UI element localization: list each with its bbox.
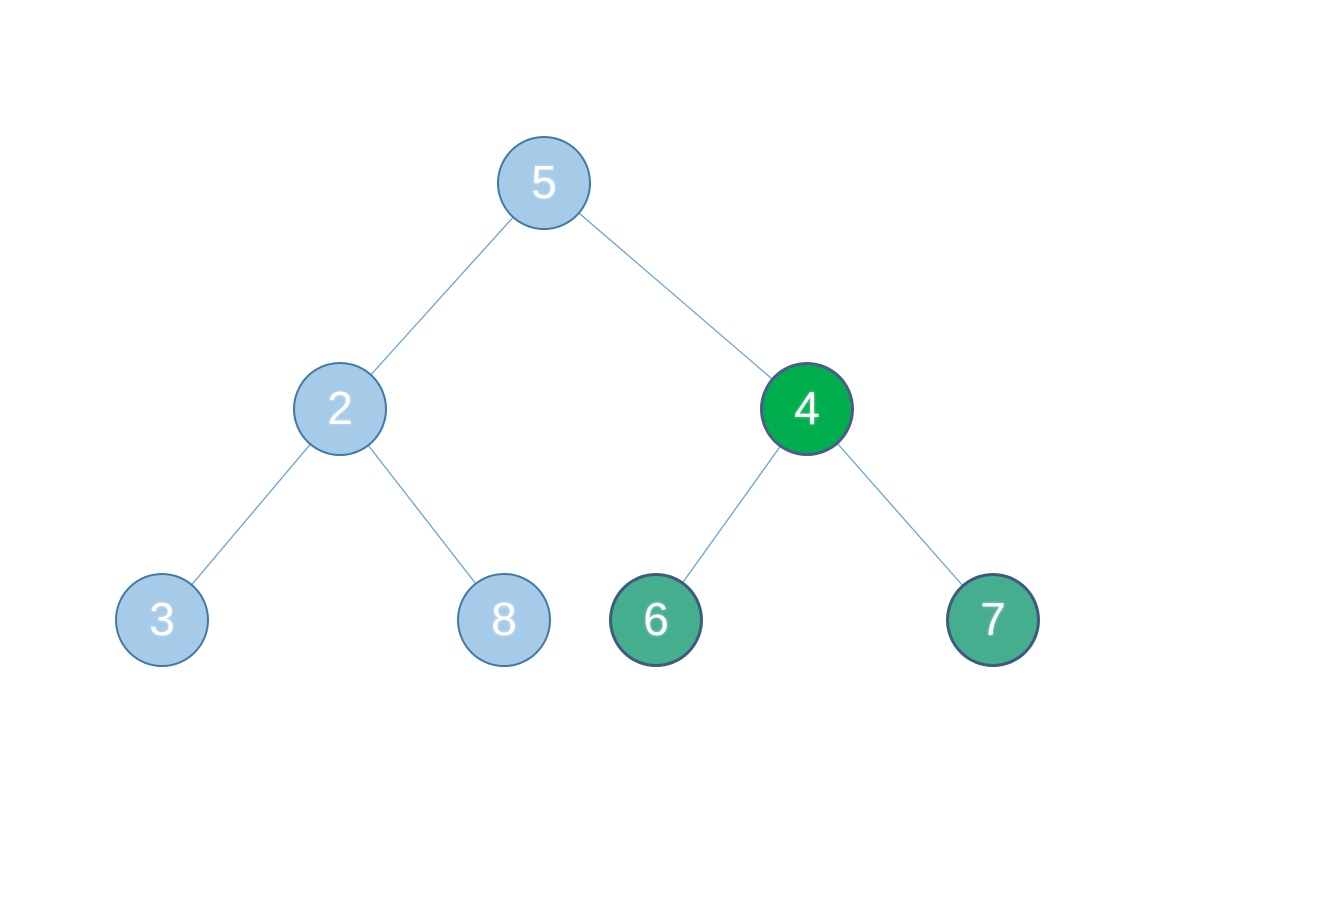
tree-node-label: 6 <box>643 593 669 645</box>
tree-node[interactable]: 6 <box>609 573 703 667</box>
tree-edge <box>681 445 782 584</box>
tree-node-label: 5 <box>531 156 557 208</box>
tree-node-label: 3 <box>149 593 175 645</box>
tree-node[interactable]: 8 <box>457 573 551 667</box>
tree-node[interactable]: 7 <box>946 573 1040 667</box>
tree-node[interactable]: 2 <box>293 362 387 456</box>
tree-edge <box>369 215 515 377</box>
tree-node[interactable]: 3 <box>115 573 209 667</box>
tree-node-label: 8 <box>491 593 517 645</box>
tree-edge <box>577 211 774 381</box>
tree-node[interactable]: 4 <box>760 362 854 456</box>
tree-edge <box>836 442 964 587</box>
tree-node-label: 7 <box>980 593 1006 645</box>
tree-node-label: 2 <box>327 382 353 434</box>
tree-edge <box>367 444 477 585</box>
tree-node-label: 4 <box>794 382 820 434</box>
tree-edge <box>190 442 312 587</box>
tree-node[interactable]: 5 <box>497 136 591 230</box>
